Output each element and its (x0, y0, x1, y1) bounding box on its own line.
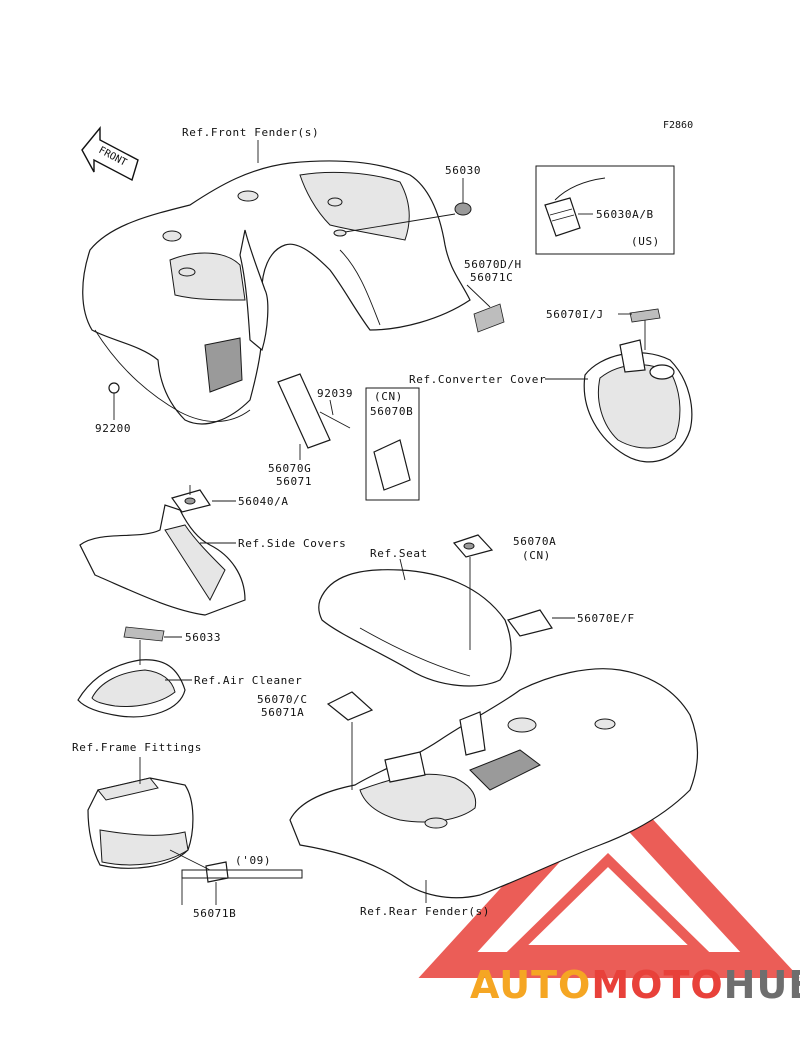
label-56070b (373, 439, 411, 491)
box-56070b (365, 387, 420, 501)
front-fender (82, 160, 471, 425)
side-covers (79, 504, 246, 616)
year-09-label: ('09) (235, 854, 271, 867)
label-56070dh (473, 303, 505, 333)
label-56070c (326, 691, 374, 721)
box-56030ab (535, 165, 675, 255)
tag-56030ab (544, 177, 606, 237)
air-cleaner (77, 659, 186, 718)
ref-frame-fittings-label: Ref.Frame Fittings (72, 741, 202, 754)
frame-fittings (87, 777, 194, 869)
part-56071c-label: 56071C (470, 271, 513, 284)
part-56033-label: 56033 (185, 631, 221, 644)
label-56070ij (629, 308, 661, 323)
label-56070g (277, 373, 331, 449)
part-56070c-label: 56070/C (257, 693, 308, 706)
svg-text:AUTOMOTOHUB: AUTOMOTOHUB (470, 963, 800, 1007)
pin-92039 (319, 411, 351, 429)
part-56070g-label: 56070G (268, 462, 311, 475)
watermark-text-hub: HUB (724, 963, 800, 1007)
part-56070ef-label: 56070E/F (577, 612, 635, 625)
rear-fender (289, 668, 699, 899)
part-92200-label: 92200 (95, 422, 131, 435)
part-56070dh-label: 56070D/H (464, 258, 522, 271)
converter-cover (583, 339, 693, 463)
label-56071b (205, 861, 229, 883)
region-cn-label-1: (CN) (374, 390, 403, 403)
callout-labels: Ref.Front Fender(s) 56030 56030A/B (US) … (72, 126, 660, 920)
front-arrow-icon: FRONT (81, 126, 139, 182)
part-56030-label: 56030 (445, 164, 481, 177)
watermark-text-auto: AUTO (470, 963, 591, 1007)
watermark-logo-icon (418, 770, 800, 978)
region-us-label: (US) (631, 235, 660, 248)
ref-side-covers-label: Ref.Side Covers (238, 537, 346, 550)
leader-lines (113, 140, 646, 905)
seat (318, 569, 512, 687)
part-56071b-label: 56071B (193, 907, 236, 920)
part-56070a-label: 56070A (513, 535, 556, 548)
part-56070b-label: 56070B (370, 405, 413, 418)
part-56070ij-label: 56070I/J (546, 308, 604, 321)
label-56070ef (507, 609, 553, 637)
part-56030ab-label: 56030A/B (596, 208, 654, 221)
watermark-text-moto: MOTO (591, 963, 723, 1007)
part-56040a-label: 56040/A (238, 495, 289, 508)
box-56071b (181, 869, 303, 879)
grommet-56030 (454, 202, 472, 216)
region-cn-label-2: (CN) (522, 549, 551, 562)
figure-code: F2860 (663, 120, 693, 131)
ref-seat-label: Ref.Seat (370, 547, 428, 560)
part-56071a-label: 56071A (261, 706, 304, 719)
part-92039-label: 92039 (317, 387, 353, 400)
clip-92200 (108, 382, 120, 394)
ref-air-cleaner-label: Ref.Air Cleaner (194, 674, 302, 687)
ref-rear-fender-label: Ref.Rear Fender(s) (360, 905, 490, 918)
ref-converter-cover-label: Ref.Converter Cover (409, 373, 546, 386)
label-56033 (123, 626, 165, 642)
watermark-brand: AUTOMOTOHUB (470, 963, 800, 1007)
ref-front-fender-label: Ref.Front Fender(s) (182, 126, 319, 139)
part-56071-label: 56071 (276, 475, 312, 488)
